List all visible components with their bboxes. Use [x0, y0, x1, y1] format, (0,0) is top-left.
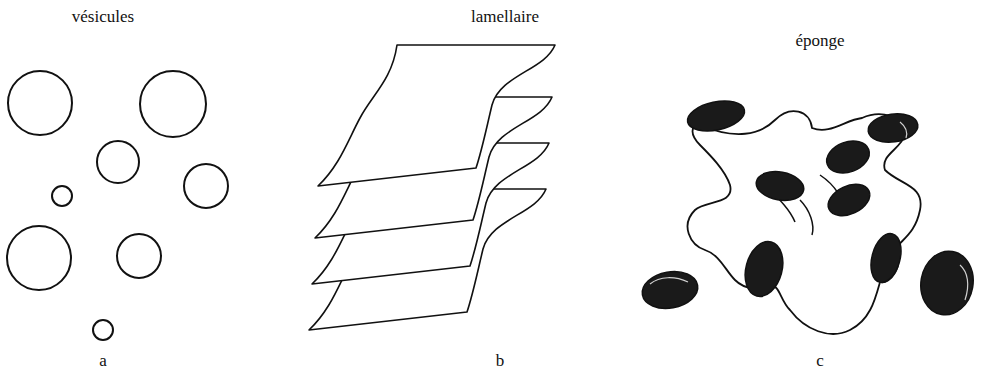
sponge [639, 96, 978, 334]
figure-title: lamellaire [471, 8, 539, 27]
panel-letter: c [816, 352, 824, 371]
lamellae [309, 45, 555, 330]
figure-title: éponge [795, 32, 844, 51]
panel-letter: b [496, 352, 505, 371]
vesicles [7, 71, 228, 340]
figure-title: vésicules [72, 8, 134, 27]
panel-letter: a [99, 352, 107, 371]
